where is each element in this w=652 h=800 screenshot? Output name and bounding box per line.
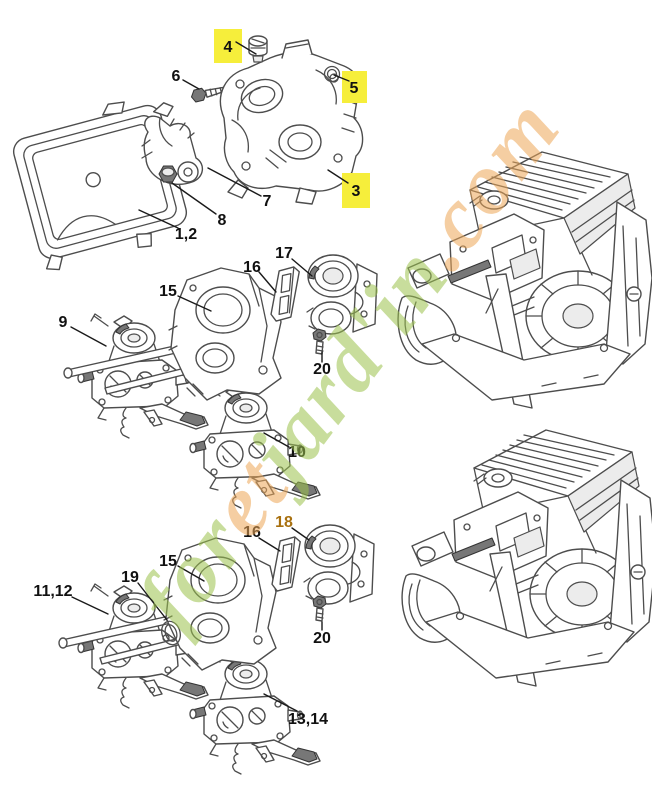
callout-16-lower: 16 [243,524,261,541]
callout-9: 9 [59,314,68,331]
callout-3[interactable]: 3 [352,183,361,200]
highlight-box-4[interactable] [214,29,242,63]
highlight-box-3[interactable] [342,173,370,208]
callout-20-upper: 20 [313,361,331,378]
callout-10: 10 [288,444,306,461]
callout-13-14: 13,14 [288,711,328,728]
highlight-box-5[interactable] [342,71,367,103]
callout-18: 18 [275,514,293,531]
callout-16-upper: 16 [243,259,261,276]
screw-20-upper [312,328,327,355]
bracket-16-lower [270,534,302,594]
callout-15-lower: 15 [159,553,177,570]
intake-boot-18 [303,524,375,605]
intake-boot-17 [306,254,378,335]
callout-17: 17 [275,245,293,262]
callout-1-2: 1,2 [175,226,197,243]
callout-20-lower: 20 [313,630,331,647]
callout-7: 7 [263,193,272,210]
callout-15-upper: 15 [159,283,177,300]
o-ring-19 [161,620,181,646]
bracket-16-upper [269,264,301,324]
callout-5[interactable]: 5 [350,80,359,97]
leader-lines [70,41,350,712]
engine-assembly-lower [401,429,652,687]
screw-20-lower [312,595,327,622]
engine-assembly-upper [397,151,652,409]
callout-4[interactable]: 4 [224,39,233,56]
callout-11-12: 11,12 [33,583,72,600]
collar-nut [158,165,178,183]
choke-lever [141,115,203,185]
o-ring-5 [323,65,341,83]
air-filter-cover [12,101,188,271]
callout-6: 6 [172,68,181,85]
callout-8: 8 [218,212,227,229]
callout-19: 19 [121,569,139,586]
carburetor-box-housing [219,39,364,205]
cover-plug [248,35,268,63]
